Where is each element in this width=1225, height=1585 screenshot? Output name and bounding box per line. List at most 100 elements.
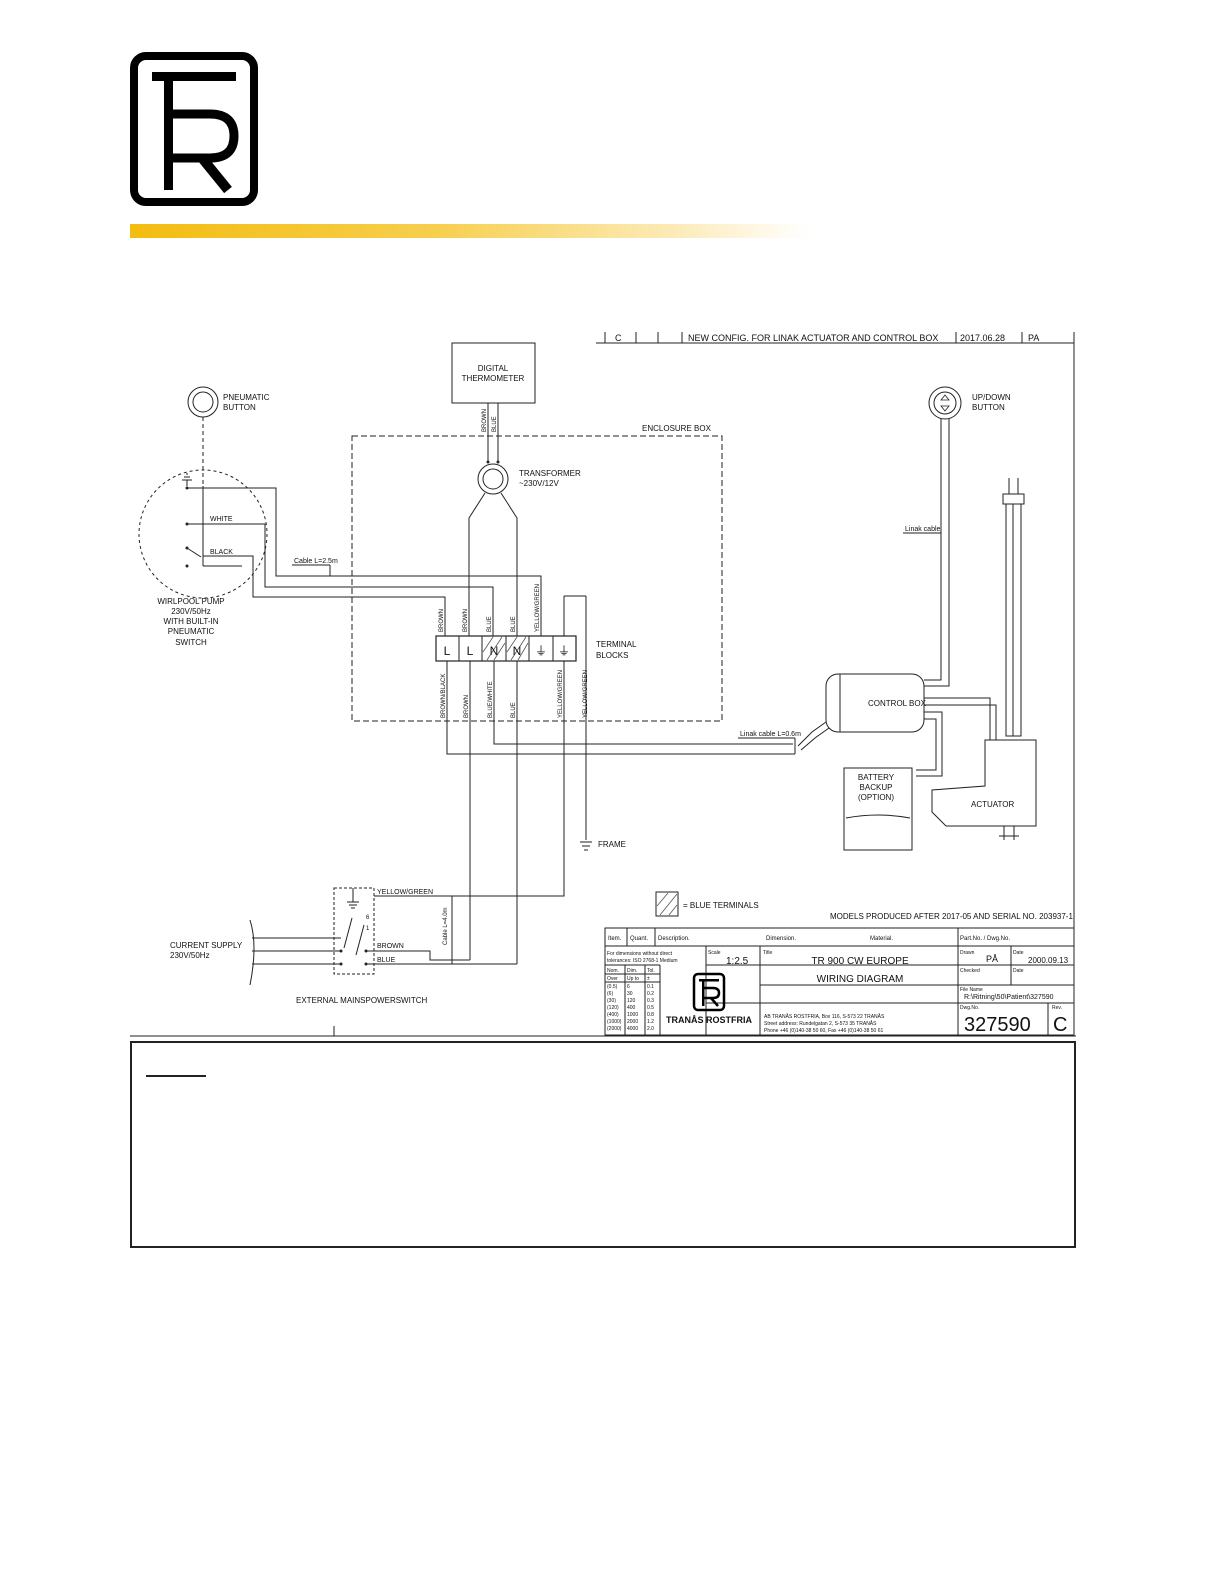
updown-label-2: BUTTON: [972, 403, 1005, 412]
pump-label-5: SWITCH: [175, 638, 207, 647]
tb-dwg-label: Dwg.No.: [960, 1005, 979, 1011]
battery-label-1: BATTERY: [858, 773, 895, 782]
tol-head-1: Nom.: [607, 968, 619, 974]
tolerance-cell: 0.8: [647, 1012, 654, 1018]
wire-top-5: YELLOW/GREEN: [535, 584, 541, 632]
tolerance-cell: 120: [627, 998, 636, 1004]
tolerance-cell: 6: [627, 984, 630, 990]
tolerance-cell: 0.2: [647, 991, 654, 997]
models-note: MODELS PRODUCED AFTER 2017-05 AND SERIAL…: [830, 912, 1073, 921]
linak-cable-label: Linak cable: [905, 526, 941, 533]
cable-pump-label: Cable L=2.5m: [294, 558, 338, 565]
battery-label-2: BACKUP: [860, 783, 893, 792]
revision-by: PA: [1028, 333, 1039, 343]
tb-date: 2000.09.13: [1028, 956, 1069, 965]
wire-top-3: BLUE: [487, 616, 493, 632]
legend-blue-terminals: = BLUE TERMINALS: [683, 901, 759, 910]
terminal-1: L: [444, 644, 451, 658]
terminal-blocks-label-2: BLOCKS: [596, 651, 628, 660]
tolerance-cell: (6): [607, 991, 613, 997]
pump-label-3: WITH BUILT-IN: [164, 617, 219, 626]
tolerance-cell: (120): [607, 1005, 619, 1011]
pump-label-1: WIRLPOOL PUMP: [157, 597, 224, 606]
tb-quant: Quant.: [630, 936, 648, 942]
switch-yg-label: YELLOW/GREEN: [377, 889, 433, 896]
tolerance-cell: 0.5: [647, 1005, 654, 1011]
cable-supply-label: Cable L=4.0m: [443, 907, 449, 945]
wire-bottom-4: BLUE: [511, 702, 517, 718]
terminal-3: N: [490, 644, 499, 658]
thermometer-label-1: DIGITAL: [478, 364, 509, 373]
tb-drawn-label: Drawn: [960, 950, 975, 956]
tol-sub-1: Over: [607, 976, 618, 982]
wire-top-1: BROWN: [439, 609, 445, 632]
actuator-label: ACTUATOR: [971, 800, 1014, 809]
tb-file: R:\Ritning\50\Patient\327590: [964, 994, 1054, 1001]
tolerance-rows: (0.5) 6 0.1 (6) 30 0.2 (30) 120 0.3 (120) 400 0.5 (4…: [607, 984, 654, 1032]
tb-title-label: Title: [763, 950, 772, 956]
switch-brown-label: BROWN: [377, 943, 404, 950]
terminal-4: N: [513, 644, 522, 658]
wire-bottom-2: BROWN: [464, 695, 470, 718]
updown-label-1: UP/DOWN: [972, 393, 1011, 402]
header-accent-bar: [130, 224, 810, 238]
wire-bottom-5: YELLOW/GREEN: [558, 670, 564, 718]
switch-number-1: 1: [366, 926, 370, 932]
tb-dimension: Dimension.: [766, 936, 796, 942]
control-box-label: CONTROL BOX: [868, 699, 927, 708]
wire-top-4: BLUE: [511, 616, 517, 632]
tolerance-cell: 30: [627, 991, 633, 997]
supply-label-2: 230V/50Hz: [170, 951, 210, 960]
wire-bottom-1: BROWN/BLACK: [441, 674, 447, 718]
tb-scale: 1:2.5: [726, 956, 749, 967]
tb-title-1: TR 900 CW EUROPE: [811, 956, 909, 967]
switch-number-6: 6: [366, 915, 370, 921]
tol-sub-2: Up to: [627, 976, 639, 982]
wire-top-2: BROWN: [463, 609, 469, 632]
tolerance-cell: 4000: [627, 1026, 638, 1032]
tol-head-3: Tol.: [647, 968, 655, 974]
switch-label: EXTERNAL MAINSPOWERSWITCH: [296, 996, 427, 1005]
thermo-wire-blue: BLUE: [492, 416, 498, 432]
tolerance-cell: (1000): [607, 1019, 622, 1025]
transformer-label-2: ~230V/12V: [519, 479, 559, 488]
pump-label-2: 230V/50Hz: [171, 607, 211, 616]
tb-address-2: Street address: Rundelgatan 2, S-573 35 …: [764, 1020, 877, 1027]
tb-item: Item.: [608, 936, 622, 942]
enclosure-label: ENCLOSURE BOX: [642, 424, 712, 433]
terminal-6: ⏚: [558, 644, 570, 658]
tolerance-cell: (400): [607, 1012, 619, 1018]
thermometer-label-2: THERMOMETER: [462, 374, 525, 383]
pneumatic-label-1: PNEUMATIC: [223, 393, 270, 402]
wire-white-label: WHITE: [210, 516, 233, 523]
battery-label-3: (OPTION): [858, 793, 894, 802]
linak-cable-2-label: Linak cable L=0.6m: [740, 731, 801, 738]
tolerance-cell: 400: [627, 1005, 636, 1011]
terminal-blocks-label-1: TERMINAL: [596, 640, 637, 649]
tol-note-2: tolerances: ISO 2768-1 Medium: [607, 958, 678, 964]
tb-date-label: Date: [1013, 950, 1024, 956]
tb-file-label: File Name: [960, 987, 983, 993]
tolerance-cell: (30): [607, 998, 616, 1004]
tb-rev: C: [1053, 1014, 1067, 1036]
tb-checked-label: Checked: [960, 968, 980, 974]
pump-label-4: PNEUMATIC: [168, 627, 215, 636]
tolerance-cell: (2000): [607, 1026, 622, 1032]
tolerance-cell: 0.3: [647, 998, 654, 1004]
tb-partno: Part.No. / Dwg.No.: [960, 936, 1010, 942]
wire-bottom-3: BLUE/WHITE: [488, 681, 494, 718]
tolerance-cell: 1.2: [647, 1019, 654, 1025]
tb-address-1: AB TRANÅS ROSTFRIA, Box 116, S-573 22 TR…: [764, 1013, 885, 1020]
tol-sub-3: ±: [647, 976, 650, 982]
wire-black-label: BLACK: [210, 549, 233, 556]
tolerance-cell: 0.1: [647, 984, 654, 990]
transformer-label-1: TRANSFORMER: [519, 469, 581, 478]
terminal-5: ⏚: [535, 644, 547, 658]
frame-label: FRAME: [598, 840, 626, 849]
tb-material: Material.: [870, 936, 893, 942]
supply-label-1: CURRENT SUPPLY: [170, 941, 243, 950]
tb-address-3: Phone +46 (0)140-38 50 60, Fax +46 (0)14…: [764, 1028, 883, 1034]
tolerance-cell: (0.5): [607, 984, 618, 990]
revision-description: NEW CONFIG. FOR LINAK ACTUATOR AND CONTR…: [688, 333, 938, 343]
revision-date: 2017.06.28: [960, 333, 1005, 343]
